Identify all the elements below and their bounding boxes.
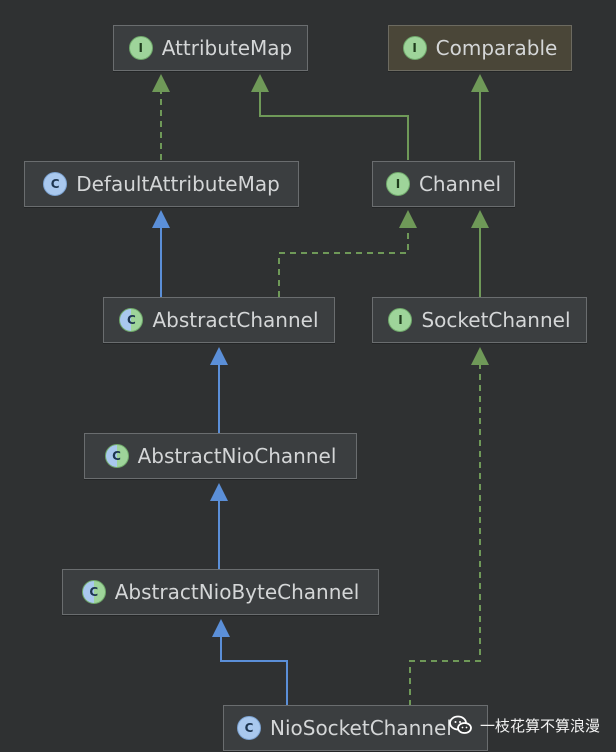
- node-label-defaultattributemap: DefaultAttributeMap: [76, 172, 280, 196]
- wechat-icon: [449, 715, 472, 734]
- arrowhead-channel-from-socketchannel: [471, 210, 489, 228]
- arrowhead-abstractniochannel-from-abstractniobytechannel: [210, 483, 228, 501]
- interface-icon: I: [388, 308, 413, 332]
- node-socketchannel[interactable]: I SocketChannel: [372, 297, 587, 343]
- node-channel[interactable]: I Channel: [372, 161, 515, 207]
- node-label-socketchannel: SocketChannel: [421, 308, 571, 332]
- node-label-channel: Channel: [418, 172, 502, 196]
- node-label-attributemap: AttributeMap: [161, 36, 293, 60]
- node-comparable[interactable]: I Comparable: [388, 25, 572, 71]
- node-label-comparable: Comparable: [435, 36, 558, 60]
- watermark: 一枝花算不算浪漫: [448, 708, 612, 742]
- arrowhead-socketchannel-from-niosocketchannel: [471, 347, 489, 365]
- arrowhead-comparable-from-channel: [471, 74, 489, 92]
- class-icon: C: [43, 172, 68, 196]
- watermark-text: 一枝花算不算浪漫: [480, 716, 601, 735]
- arrowhead-attributemap-from-channel: [251, 74, 269, 92]
- edge-niosocketchannel-abstractniobytechannel: [220, 637, 288, 706]
- node-label-abstractchannel: AbstractChannel: [152, 308, 319, 332]
- arrowhead-defaultattributemap-from-abstractchannel: [152, 210, 170, 228]
- arrowhead-abstractchannel-from-abstractniochannel: [210, 347, 228, 365]
- abstract-class-icon: C: [104, 444, 129, 468]
- class-icon: C: [237, 716, 261, 740]
- edge-abstractchannel-channel: [278, 228, 409, 297]
- interface-icon: I: [385, 172, 410, 196]
- node-label-abstractniochannel: AbstractNioChannel: [137, 444, 337, 468]
- node-defaultattributemap[interactable]: C DefaultAttributeMap: [24, 161, 299, 207]
- node-label-niosocketchannel: NioSocketChannel: [270, 716, 452, 740]
- edge-channel-attributemap: [259, 92, 409, 160]
- interface-icon: I: [402, 36, 427, 60]
- node-abstractchannel[interactable]: C AbstractChannel: [103, 297, 335, 343]
- node-abstractniobytechannel[interactable]: C AbstractNioByteChannel: [62, 569, 379, 615]
- abstract-class-icon: C: [119, 308, 144, 332]
- node-abstractniochannel[interactable]: C AbstractNioChannel: [84, 433, 357, 479]
- node-niosocketchannel[interactable]: C NioSocketChannel: [223, 705, 488, 751]
- arrowhead-channel-from-abstractchannel: [399, 210, 417, 228]
- arrowhead-abstractniobytechannel-from-niosocketchannel: [212, 619, 230, 637]
- abstract-class-icon: C: [81, 580, 106, 604]
- arrowhead-attributemap-from-defaultattributemap: [152, 74, 170, 92]
- edge-niosocketchannel-socketchannel: [409, 365, 481, 706]
- node-label-abstractniobytechannel: AbstractNioByteChannel: [114, 580, 360, 604]
- interface-icon: I: [128, 36, 153, 60]
- node-attributemap[interactable]: I AttributeMap: [113, 25, 308, 71]
